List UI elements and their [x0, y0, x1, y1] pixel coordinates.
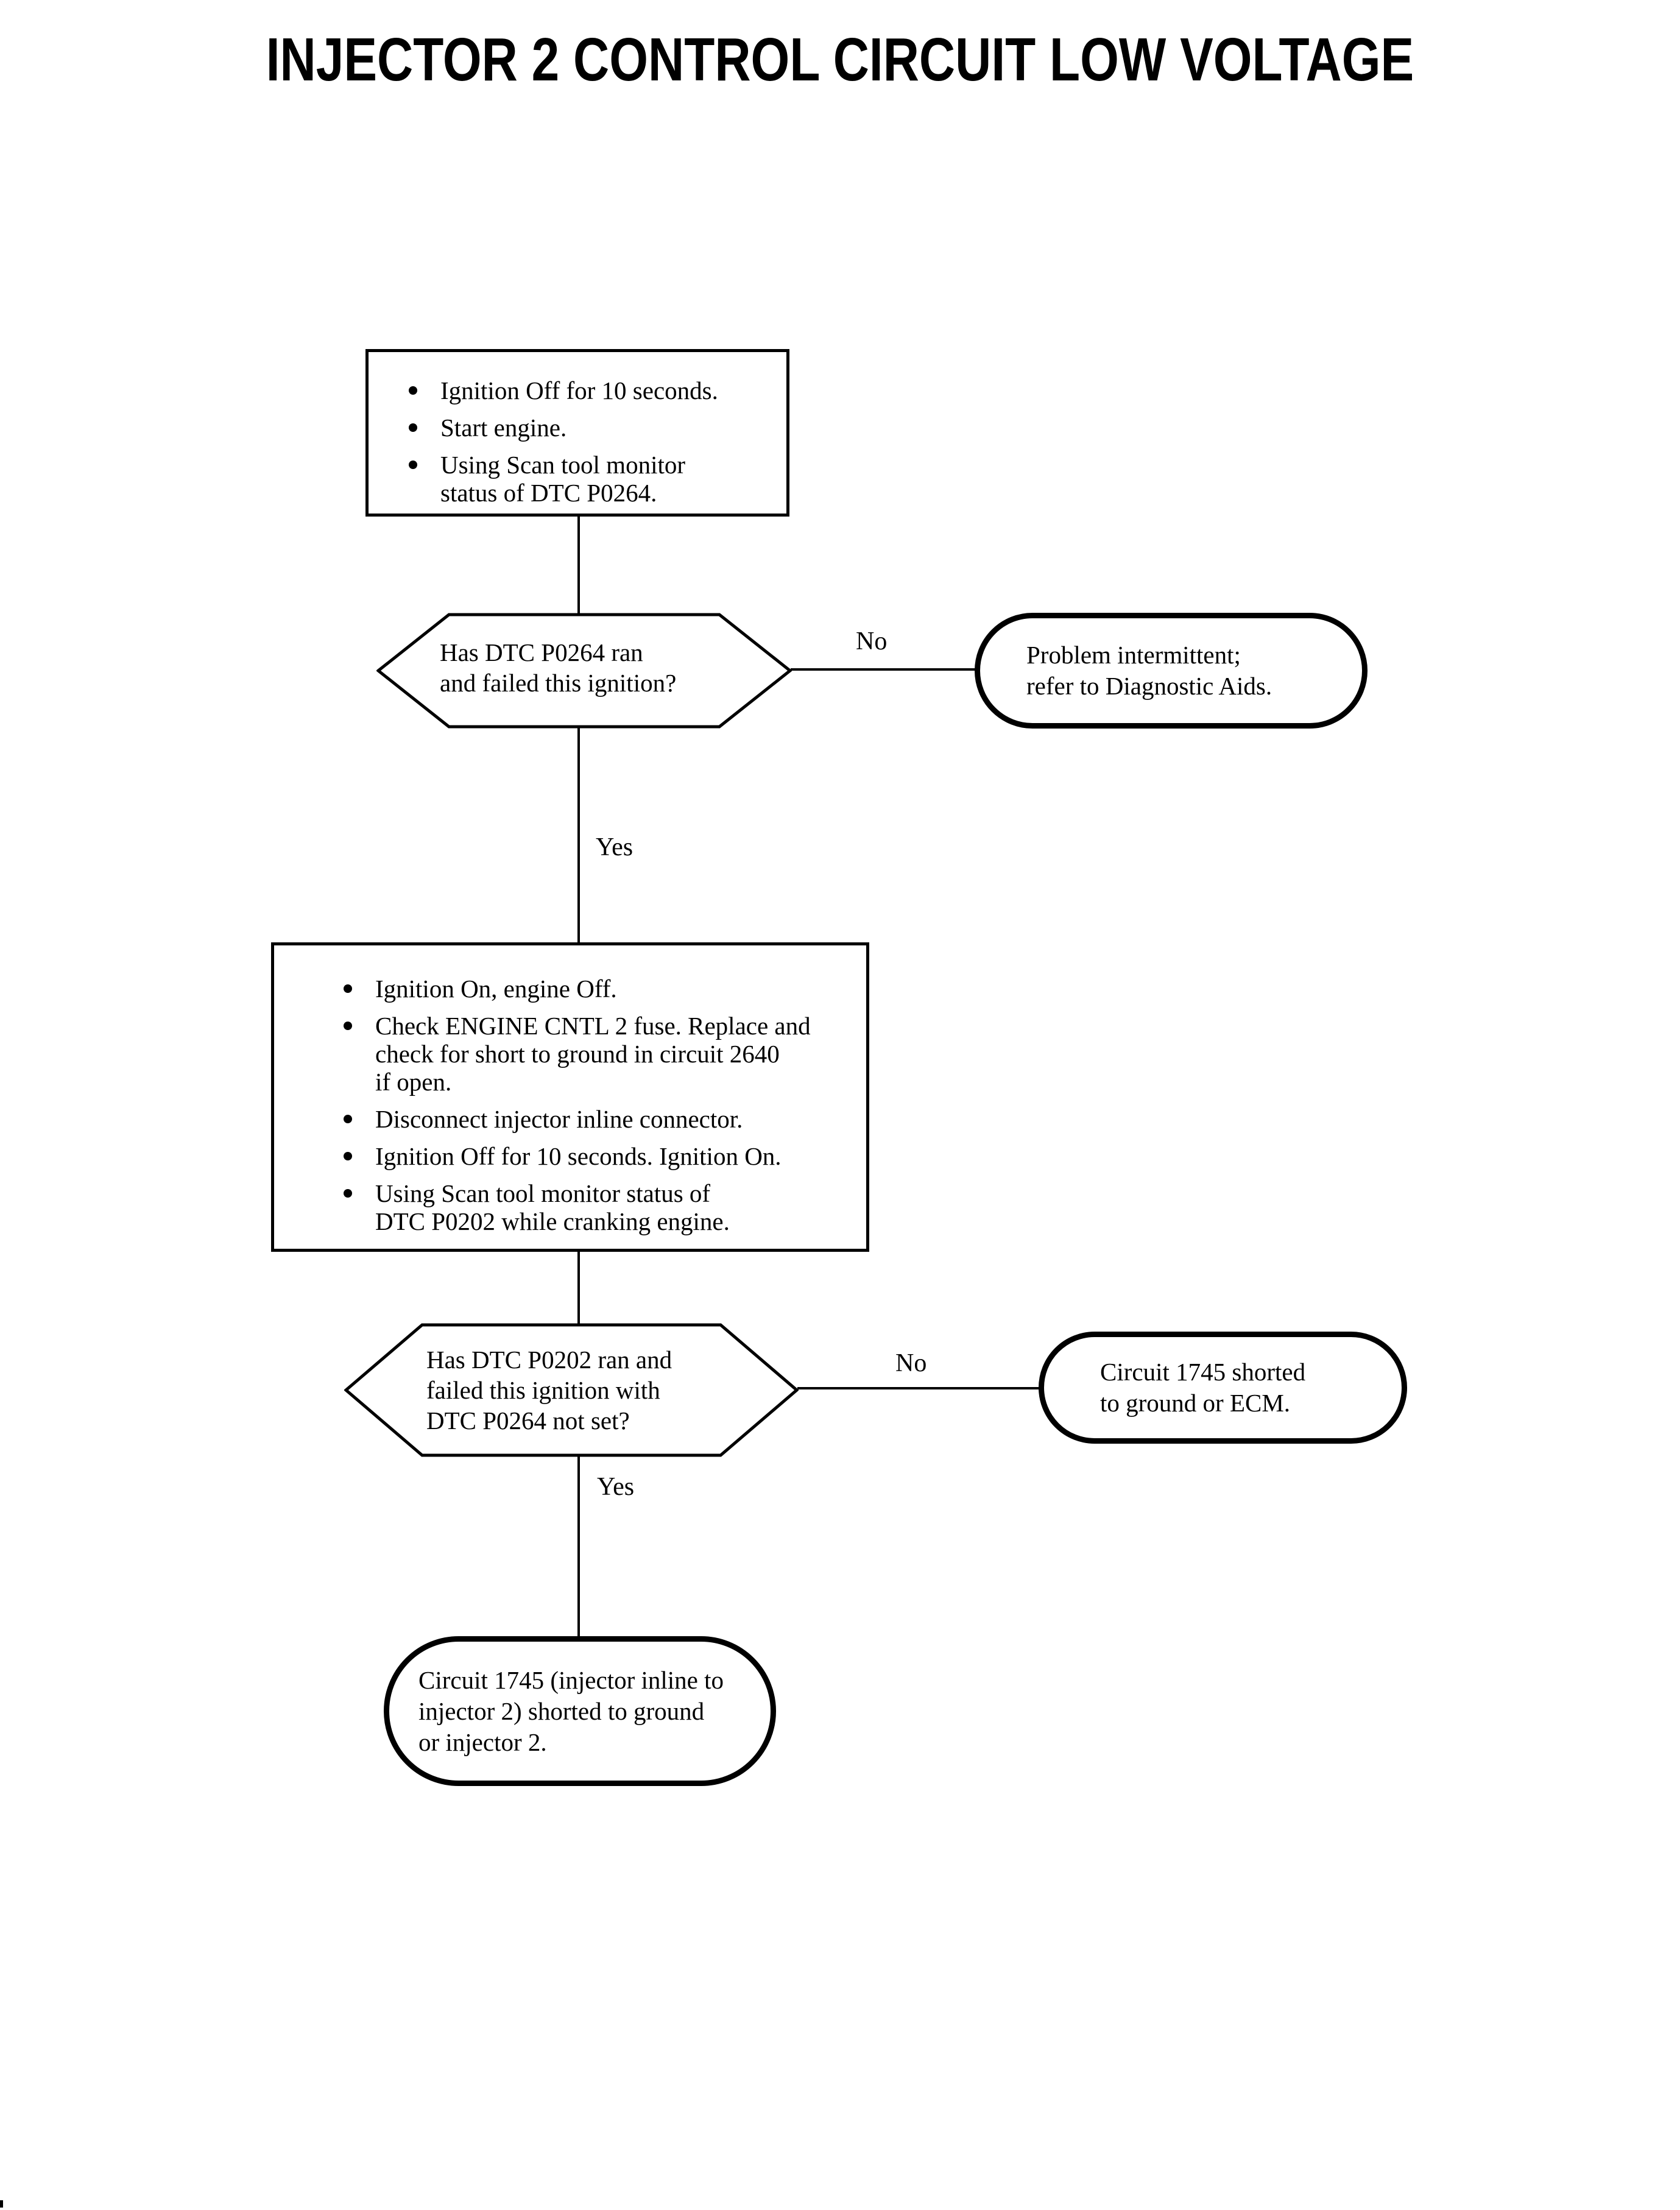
bullet-line: Start engine. — [440, 414, 567, 442]
bullet-line: check for short to ground in circuit 264… — [375, 1040, 780, 1068]
bullet-line: Disconnect injector inline connector. — [375, 1105, 743, 1133]
bullet-icon — [344, 1022, 352, 1030]
list-item: Disconnect injector inline connector. — [344, 1105, 854, 1133]
list-item: Check ENGINE CNTL 2 fuse. Replace and ch… — [344, 1012, 854, 1096]
hexagon-shape — [375, 613, 793, 729]
terminal-problem-intermittent: Problem intermittent; refer to Diagnosti… — [975, 613, 1368, 729]
bullet-line: Check ENGINE CNTL 2 fuse. Replace and — [375, 1012, 811, 1040]
decision-dtc-p0202 — [344, 1323, 799, 1457]
decision-line: failed this ignition with — [426, 1376, 660, 1404]
decision-line: DTC P0264 not set? — [426, 1407, 630, 1435]
connector-decision2-terminal2 — [797, 1387, 1040, 1389]
bullet-line: Using Scan tool monitor — [440, 451, 686, 479]
bullet-icon — [344, 1189, 352, 1198]
decision-dtc-p0264-text: Has DTC P0264 ran and failed this igniti… — [440, 637, 676, 698]
connector-step1-decision1 — [577, 515, 580, 615]
bullet-line: status of DTC P0264. — [440, 479, 657, 507]
decision-line: and failed this ignition? — [440, 669, 677, 697]
terminal-line: or injector 2. — [418, 1728, 547, 1756]
bullet-line: Ignition Off for 10 seconds. — [440, 376, 718, 404]
bullet-line: Using Scan tool monitor status of — [375, 1179, 711, 1207]
terminal-line: injector 2) shorted to ground — [418, 1696, 705, 1725]
label-yes-2: Yes — [597, 1473, 635, 1501]
terminal-line: refer to Diagnostic Aids. — [1026, 672, 1272, 700]
decision-line: Has DTC P0264 ran — [440, 638, 643, 666]
list-item: Ignition On, engine Off. — [344, 975, 854, 1003]
label-no-1: No — [856, 627, 888, 655]
terminal-line: Circuit 1745 (injector inline to — [418, 1665, 724, 1694]
process-box-circuit-check: Ignition On, engine Off. Check ENGINE CN… — [271, 942, 869, 1252]
list-item: Using Scan tool monitor status of DTC P0… — [344, 1179, 854, 1235]
bullet-line: Ignition Off for 10 seconds. Ignition On… — [375, 1142, 782, 1170]
bullet-line: DTC P0202 while cranking engine. — [375, 1207, 730, 1235]
process-box-initial-check: Ignition Off for 10 seconds. Start engin… — [365, 349, 789, 517]
label-yes-1: Yes — [596, 833, 634, 861]
page-title: INJECTOR 2 CONTROL CIRCUIT LOW VOLTAGE — [266, 26, 1414, 94]
list-item: Ignition Off for 10 seconds. — [409, 376, 774, 404]
terminal-circuit-1745-ecm: Circuit 1745 shorted to ground or ECM. — [1039, 1332, 1407, 1444]
list-item: Using Scan tool monitor status of DTC P0… — [409, 451, 774, 507]
terminal-line: Problem intermittent; — [1026, 641, 1241, 669]
connector-decision2-terminal3 — [577, 1456, 580, 1639]
bullet-line: if open. — [375, 1068, 452, 1096]
bullet-icon — [409, 423, 417, 432]
decision-line: Has DTC P0202 ran and — [426, 1346, 672, 1374]
bullet-icon — [409, 386, 417, 395]
connector-step2-decision2 — [577, 1250, 580, 1324]
decision-dtc-p0264 — [375, 613, 793, 729]
terminal-line: Circuit 1745 shorted — [1100, 1358, 1306, 1386]
list-item: Ignition Off for 10 seconds. Ignition On… — [344, 1142, 854, 1170]
connector-decision1-terminal1 — [791, 668, 976, 671]
label-no-2: No — [895, 1349, 927, 1377]
bullet-icon — [344, 1115, 352, 1123]
bullet-icon — [409, 461, 417, 469]
decision-dtc-p0202-text: Has DTC P0202 ran and failed this igniti… — [426, 1344, 672, 1436]
terminal-circuit-1745-injector: Circuit 1745 (injector inline to injecto… — [384, 1636, 776, 1786]
scan-artifact-dot — [0, 2200, 3, 2208]
bullet-icon — [344, 984, 352, 993]
terminal-line: to ground or ECM. — [1100, 1389, 1291, 1417]
bullet-line: Ignition On, engine Off. — [375, 975, 617, 1003]
bullet-icon — [344, 1152, 352, 1160]
hexagon-shape — [344, 1323, 799, 1457]
list-item: Start engine. — [409, 414, 774, 442]
connector-decision1-step2 — [577, 726, 580, 942]
